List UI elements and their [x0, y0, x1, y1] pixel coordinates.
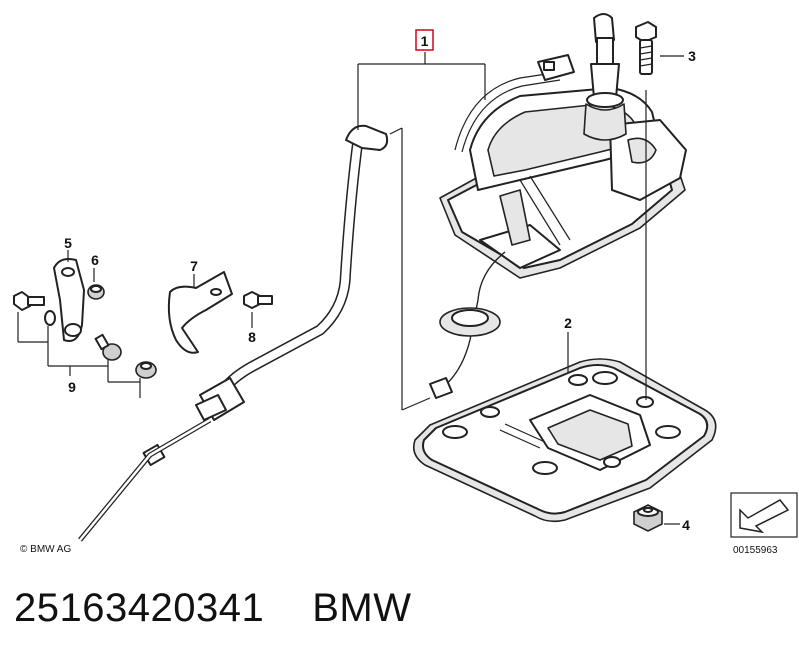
- callout-6[interactable]: 6: [91, 252, 99, 268]
- callout-3[interactable]: 3: [688, 48, 696, 64]
- callout-7[interactable]: 7: [190, 258, 198, 274]
- stud-part-9b: [94, 333, 122, 361]
- parts-diagram: 1 2 3 4 5 6 7 8 9 © BMW AG 00155963: [13, 13, 798, 556]
- selector-cable: [78, 124, 389, 542]
- bolt-part-3: [635, 21, 657, 75]
- callout-1[interactable]: 1: [421, 33, 429, 49]
- brand-name: BMW: [312, 586, 412, 630]
- bolt-part-9a: [13, 291, 56, 326]
- nut-part-9c: [135, 361, 157, 379]
- callout-9[interactable]: 9: [68, 379, 76, 395]
- hex-nut-part-4: [633, 504, 663, 532]
- bracket-part-5: [53, 258, 85, 342]
- part-caption: 25163420341 BMW: [14, 586, 411, 631]
- callout-2[interactable]: 2: [564, 315, 572, 331]
- callout-1-box: [415, 29, 434, 51]
- callout-4[interactable]: 4: [682, 517, 690, 533]
- copyright-text: © BMW AG: [20, 544, 71, 555]
- base-plate: [412, 358, 717, 523]
- gear-selector-assembly: [439, 13, 687, 279]
- image-number: 00155963: [733, 545, 778, 556]
- part-number: 25163420341: [14, 586, 265, 630]
- nut-part-6: [87, 284, 105, 300]
- arrow-badge-icon: [730, 492, 798, 538]
- callout-8[interactable]: 8: [248, 329, 256, 345]
- leader-lines: [17, 52, 684, 525]
- callout-5[interactable]: 5: [64, 235, 72, 251]
- bowden-cable: [429, 251, 506, 399]
- bolt-part-8: [243, 291, 273, 309]
- clip-part-7: [167, 271, 233, 354]
